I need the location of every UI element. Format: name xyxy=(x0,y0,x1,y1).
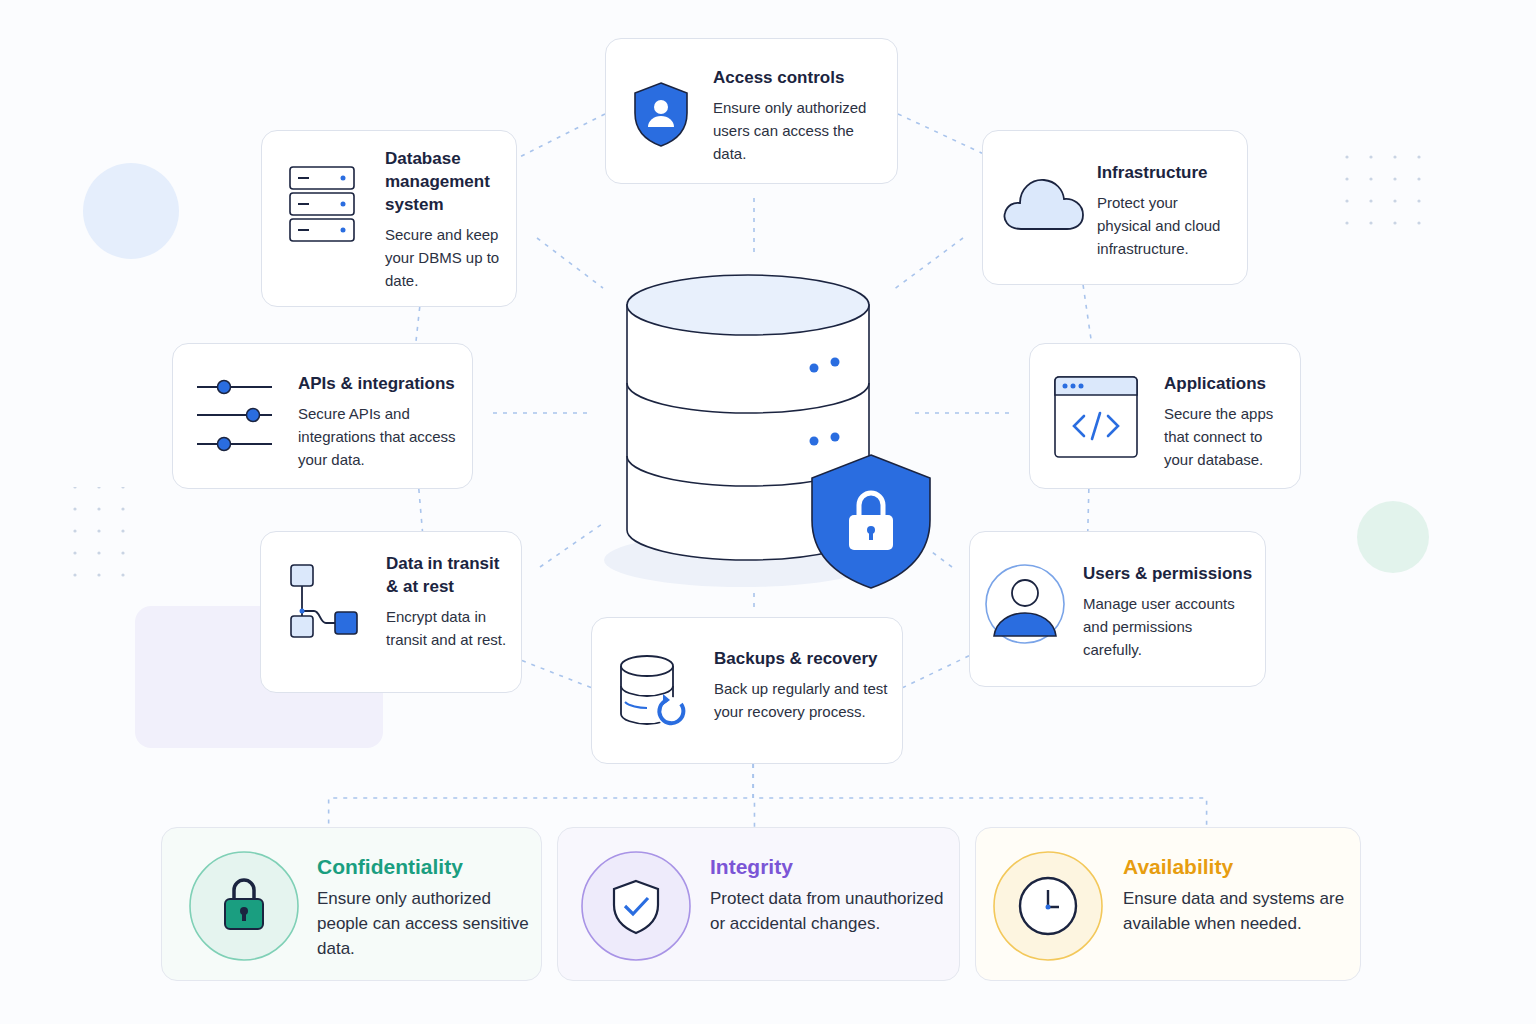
card-icon xyxy=(1001,171,1087,233)
deco-circle xyxy=(83,163,179,259)
spoke-lines xyxy=(493,198,1012,607)
card-heading: Applications xyxy=(1164,372,1288,395)
topic-card: Database management systemSecure and kee… xyxy=(261,130,517,307)
dashed-connector xyxy=(416,307,420,343)
card-icon xyxy=(196,378,276,454)
card-description: Manage user accounts and permissions car… xyxy=(1083,592,1253,661)
dashed-connector xyxy=(522,661,591,688)
card-icon xyxy=(290,564,360,642)
card-text: ConfidentialityEnsure only authorized pe… xyxy=(317,854,529,961)
card-description: Ensure only authorized users can access … xyxy=(713,96,885,165)
dashed-connector xyxy=(898,114,982,153)
card-description: Encrypt data in transit and at rest. xyxy=(386,605,509,651)
card-text: Access controlsEnsure only authorized us… xyxy=(713,66,885,165)
card-icon xyxy=(633,81,689,147)
card-heading: Availability xyxy=(1123,854,1348,880)
dashed-connector xyxy=(903,656,969,688)
card-text: Backups & recoveryBack up regularly and … xyxy=(714,647,890,723)
dashed-connector xyxy=(1088,489,1089,531)
deco-circle xyxy=(1357,501,1429,573)
card-description: Secure and keep your DBMS up to date. xyxy=(385,223,504,292)
card-text: InfrastructureProtect your physical and … xyxy=(1097,161,1235,260)
dashed-connector xyxy=(517,114,605,158)
card-heading: Data in transit & at rest xyxy=(386,552,509,598)
dot-grid xyxy=(1328,153,1424,233)
topic-card: Data in transit & at restEncrypt data in… xyxy=(260,531,522,693)
topic-card: Users & permissionsManage user accounts … xyxy=(969,531,1266,687)
principle-card: IntegrityProtect data from unauthorized … xyxy=(557,827,960,981)
card-heading: Infrastructure xyxy=(1097,161,1235,184)
card-icon xyxy=(188,850,300,962)
card-description: Back up regularly and test your recovery… xyxy=(714,677,890,723)
card-icon xyxy=(619,654,691,734)
card-heading: Confidentiality xyxy=(317,854,529,880)
card-icon xyxy=(580,850,692,962)
card-description: Ensure only authorized people can access… xyxy=(317,886,529,961)
card-text: APIs & integrationsSecure APIs and integ… xyxy=(298,372,460,471)
card-text: IntegrityProtect data from unauthorized … xyxy=(710,854,947,936)
card-icon xyxy=(984,563,1068,647)
principle-card: ConfidentialityEnsure only authorized pe… xyxy=(161,827,542,981)
card-heading: Integrity xyxy=(710,854,947,880)
principle-card: AvailabilityEnsure data and systems are … xyxy=(975,827,1361,981)
card-description: Protect your physical and cloud infrastr… xyxy=(1097,191,1235,260)
dashed-connector xyxy=(329,764,754,827)
card-text: AvailabilityEnsure data and systems are … xyxy=(1123,854,1348,936)
card-text: ApplicationsSecure the apps that connect… xyxy=(1164,372,1288,471)
database-illustration xyxy=(604,275,930,588)
topic-card: ApplicationsSecure the apps that connect… xyxy=(1029,343,1301,489)
card-description: Protect data from unauthorized or accide… xyxy=(710,886,947,936)
card-heading: Database management system xyxy=(385,147,504,216)
card-description: Secure APIs and integrations that access… xyxy=(298,402,460,471)
card-heading: Access controls xyxy=(713,66,885,89)
dashed-connector xyxy=(1083,285,1091,343)
dashed-connector xyxy=(419,489,423,531)
card-icon xyxy=(1054,376,1140,460)
card-heading: Users & permissions xyxy=(1083,562,1253,585)
card-text: Database management systemSecure and kee… xyxy=(385,147,504,292)
card-icon xyxy=(992,850,1104,962)
card-text: Data in transit & at restEncrypt data in… xyxy=(386,552,509,651)
topic-card: Access controlsEnsure only authorized us… xyxy=(605,38,898,184)
card-heading: APIs & integrations xyxy=(298,372,460,395)
card-description: Secure the apps that connect to your dat… xyxy=(1164,402,1288,471)
dashed-connector xyxy=(753,764,1206,827)
card-heading: Backups & recovery xyxy=(714,647,890,670)
card-description: Ensure data and systems are available wh… xyxy=(1123,886,1348,936)
card-text: Users & permissionsManage user accounts … xyxy=(1083,562,1253,661)
topic-card: InfrastructureProtect your physical and … xyxy=(982,130,1248,285)
topic-card: Backups & recoveryBack up regularly and … xyxy=(591,617,903,764)
card-icon xyxy=(289,166,357,244)
topic-card: APIs & integrationsSecure APIs and integ… xyxy=(172,343,473,489)
dot-grid xyxy=(64,487,144,583)
